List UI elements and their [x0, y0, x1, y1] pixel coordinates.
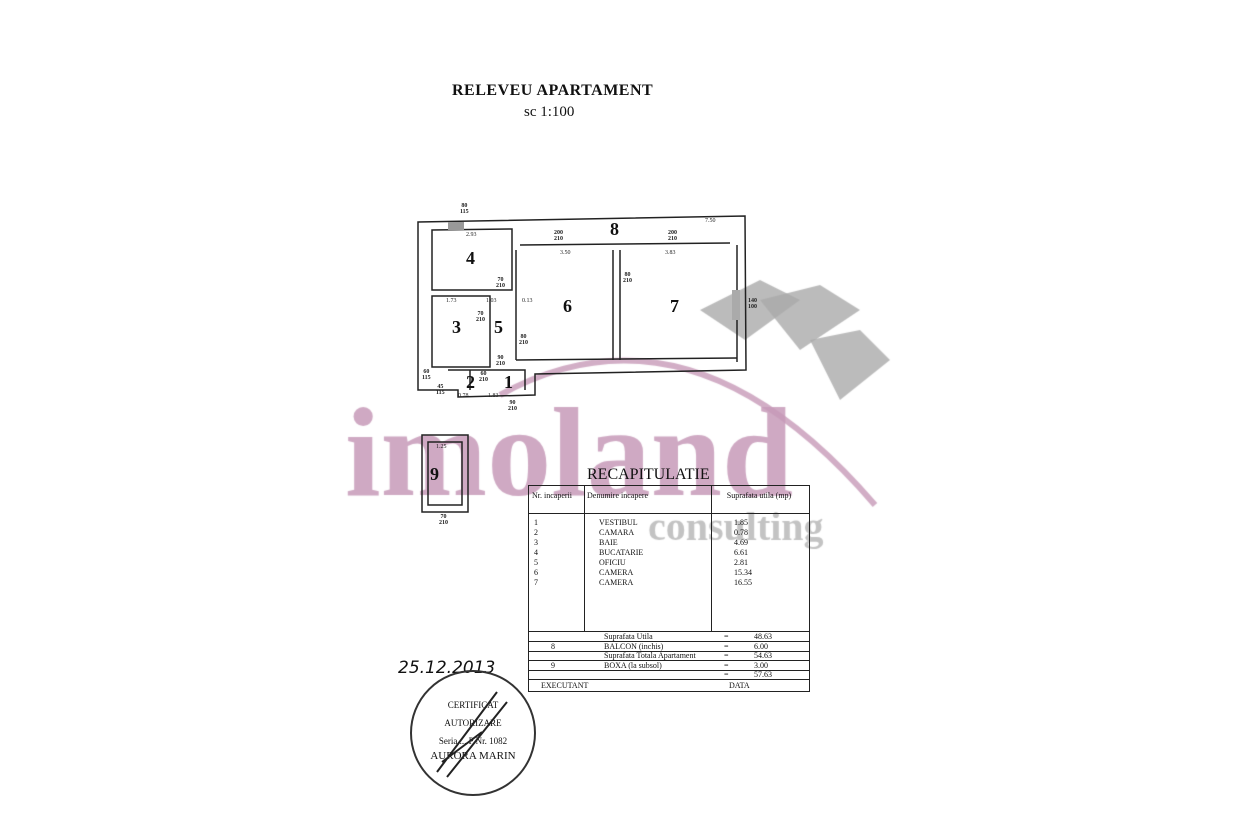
opening-label-bath-window: 60 115	[422, 369, 431, 381]
opening-label-room7-window: 140 100	[748, 298, 757, 310]
table-row-nr: 7	[534, 578, 538, 587]
totals-label: BALCON (inchis)	[604, 641, 664, 651]
executant-label: EXECUTANT	[541, 681, 589, 690]
table-row-area: 16.55	[734, 578, 752, 587]
opening-label-entry-door: 90 210	[508, 400, 517, 412]
room-label-3: 3	[452, 317, 461, 337]
authorization-stamp: CERTIFICAT AUTORIZARE Seria ... P Nr. 10…	[410, 670, 536, 796]
stamp-text: CERTIFICAT	[447, 700, 499, 710]
table-row-area: 0.78	[734, 528, 748, 537]
room-label-8: 8	[610, 219, 619, 239]
room-label-7: 7	[670, 296, 679, 316]
table-row-name: BAIE	[599, 538, 618, 547]
totals-eq: =	[724, 670, 729, 679]
header-area: Suprafata utila (mp)	[726, 491, 792, 500]
bath-wall	[431, 295, 491, 368]
dim-label: 3.83	[665, 250, 676, 256]
dim-label: 1.03	[486, 298, 497, 304]
entry-walls	[448, 369, 526, 390]
dim-label: 0.13	[522, 298, 533, 304]
table-row-name: CAMARA	[599, 528, 635, 537]
table-row-nr: 4	[534, 548, 538, 557]
totals-label: Suprafata Utila	[604, 632, 653, 641]
totals-eq: =	[724, 632, 729, 641]
totals-eq: =	[724, 651, 729, 660]
table-row-area: 15.34	[734, 568, 752, 577]
opening-label-kitchen-window: 80 115	[460, 203, 469, 215]
header-nr: Nr. incaperii	[532, 491, 572, 500]
opening-label-hall-door: 90 210	[496, 355, 505, 367]
recap-table: Nr. incaperii Denumire incapere Suprafat…	[528, 485, 810, 692]
totals-label: Suprafata Totala Apartament	[604, 651, 696, 660]
window-room7	[732, 290, 740, 320]
document-title: RELEVEU APARTAMENT	[452, 82, 654, 99]
room6-7-divider	[612, 250, 621, 360]
totals-eq: =	[724, 641, 729, 651]
window-kitchen	[448, 222, 464, 230]
header-name: Denumire incapere	[587, 491, 649, 500]
table-row-name: CAMERA	[599, 568, 634, 577]
totals-nr: 9	[551, 660, 555, 670]
opening-label-balcony-door-6: 200 210	[554, 230, 563, 242]
opening-label-pantry-window: 45 115	[436, 384, 445, 396]
box-9	[421, 434, 469, 513]
dim-label: 7.50	[705, 218, 716, 224]
table-row-nr: 6	[534, 568, 538, 577]
room-label-4: 4	[466, 248, 475, 268]
room-label-6: 6	[563, 296, 572, 316]
dim-label: 1.83	[488, 393, 499, 399]
signature-scribble	[436, 691, 508, 778]
room-label-5: 5	[494, 317, 503, 337]
bottom-wall	[515, 357, 738, 361]
table-row-name: CAMERA	[599, 578, 634, 587]
totals-value: 3.00	[754, 660, 768, 670]
totals-value: 6.00	[754, 641, 768, 651]
table-row-area: 2.81	[734, 558, 748, 567]
opening-label-room6-door: 80 210	[519, 334, 528, 346]
opening-label-bath-door: 70 210	[476, 311, 485, 323]
table-row-nr: 5	[534, 558, 538, 567]
opening-label-pantry-door: 60 210	[479, 371, 488, 383]
room-label-9: 9	[430, 464, 439, 484]
table-row-nr: 1	[534, 518, 538, 527]
table-row-nr: 2	[534, 528, 538, 537]
dim-label: 3.50	[560, 250, 571, 256]
stamp-text: Seria ... P Nr. 1082	[438, 736, 508, 746]
kitchen-wall	[431, 228, 513, 291]
totals-eq: =	[724, 660, 729, 670]
data-label: DATA	[729, 681, 750, 690]
table-row-name: VESTIBUL	[599, 518, 638, 527]
dim-label: 1.73	[446, 298, 457, 304]
table-row-name: OFICIU	[599, 558, 626, 567]
outer-wall	[417, 215, 747, 398]
room-label-1: 1	[504, 372, 513, 392]
dim-label: 1.25	[436, 444, 447, 450]
dim-label: 0.78	[458, 393, 469, 399]
opening-label-kitchen-door: 70 210	[496, 277, 505, 289]
table-row-name: BUCATARIE	[599, 548, 644, 557]
totals-value: 57.63	[754, 670, 772, 679]
totals-value: 48.63	[754, 632, 772, 641]
dim-label: 2.93	[466, 232, 477, 238]
balcony-inner-wall	[519, 242, 731, 246]
recap-title: RECAPITULATIE	[587, 466, 710, 483]
scale-label: sc 1:100	[524, 104, 575, 120]
opening-label-box-door: 70 210	[439, 514, 448, 526]
table-row-area: 1.85	[734, 518, 748, 527]
totals-label: BOXA (la subsol)	[604, 660, 662, 670]
opening-label-balcony-door-7: 200 210	[668, 230, 677, 242]
room-label-2: 2	[466, 372, 475, 392]
table-row-area: 6.61	[734, 548, 748, 557]
table-row-nr: 3	[534, 538, 538, 547]
totals-nr: 8	[551, 641, 555, 651]
table-row-area: 4.69	[734, 538, 748, 547]
totals-value: 54.63	[754, 651, 772, 660]
opening-label-room7-door: 80 210	[623, 272, 632, 284]
